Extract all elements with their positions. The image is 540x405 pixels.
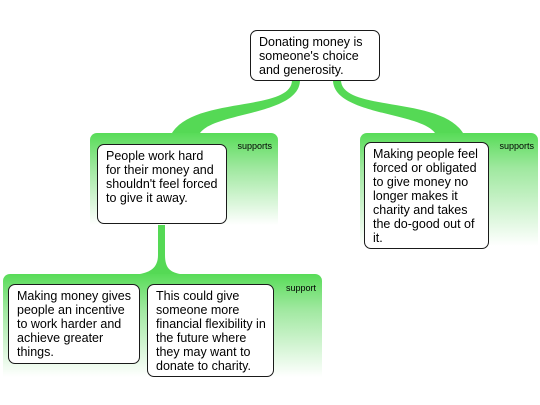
right-claim-box[interactable]: Making people feel forced or obligated t… <box>364 142 489 249</box>
relation-label-left: supports <box>237 141 272 151</box>
relation-label-bottom: support <box>285 283 316 293</box>
left-claim-box[interactable]: People work hard for their money and sho… <box>97 144 227 224</box>
connector-root-right <box>333 80 463 133</box>
connector-left-bottom <box>140 224 180 274</box>
root-claim-box[interactable]: Donating money is someone's choice and g… <box>250 30 380 81</box>
relation-label-right: supports <box>499 141 534 151</box>
bottom-claim-box-2[interactable]: This could give someone more financial f… <box>147 284 274 377</box>
bottom-claim-box-1[interactable]: Making money gives people an incentive t… <box>8 284 140 364</box>
connector-root-left <box>172 80 300 133</box>
